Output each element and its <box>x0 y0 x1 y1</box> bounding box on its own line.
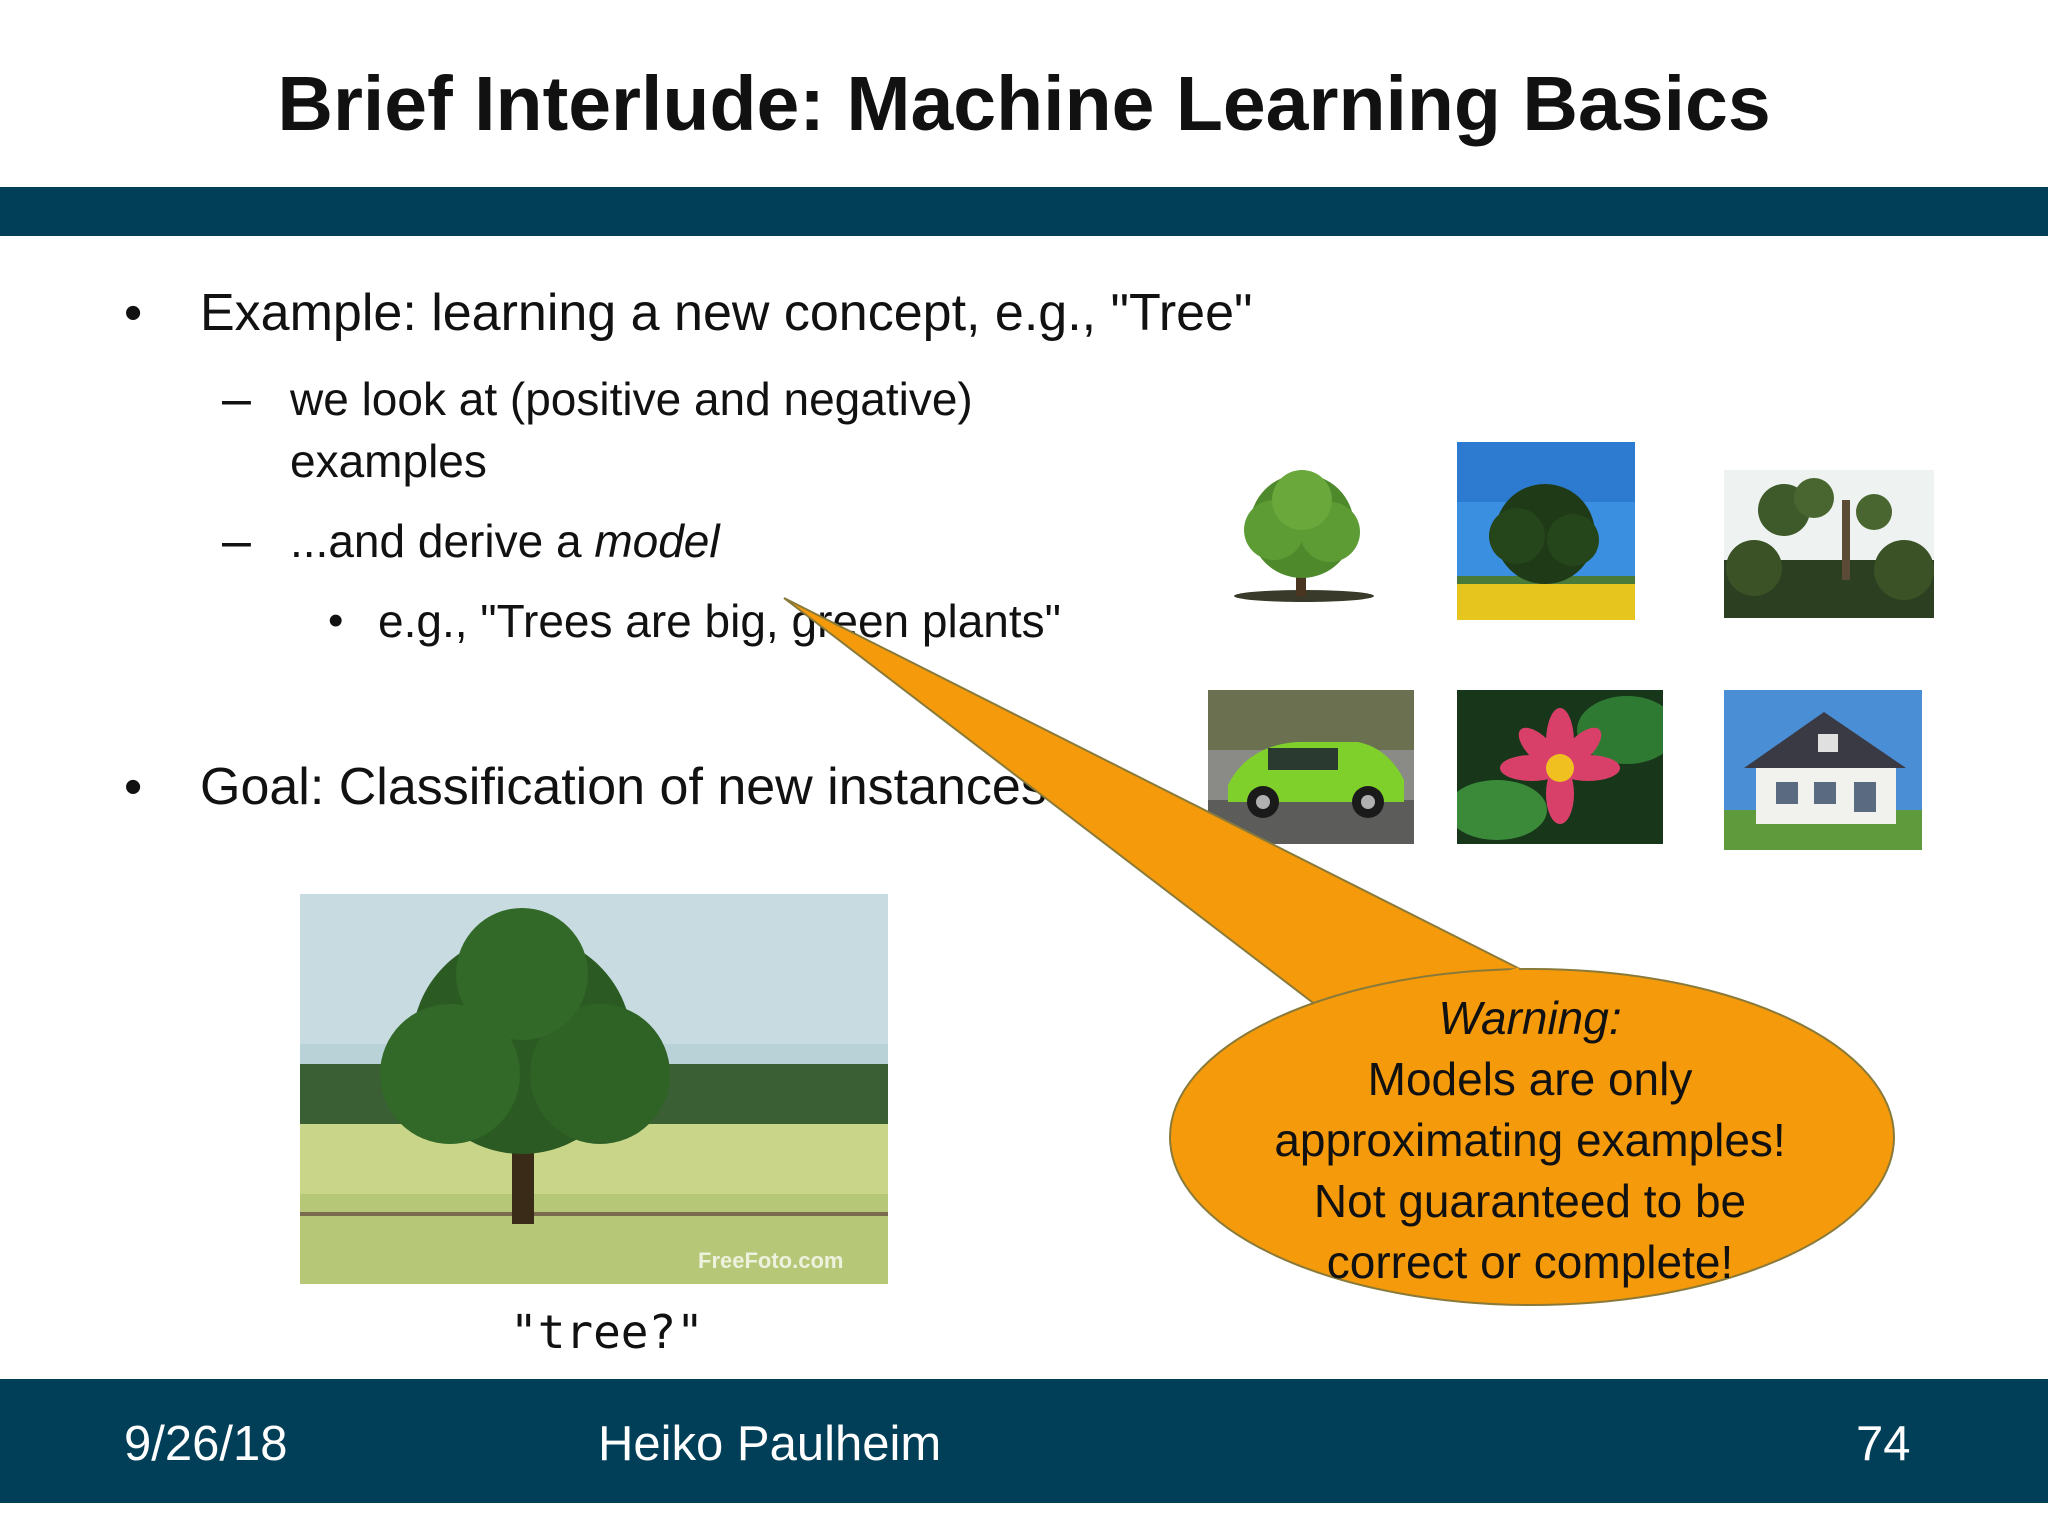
sub-bullet-examples-line1: we look at (positive and negative) <box>290 373 973 425</box>
bullet-marker: • <box>124 284 143 342</box>
sub-bullet-model: ...and derive a model <box>290 510 720 572</box>
callout-pointer <box>783 597 1521 1027</box>
bullet-text-goal: Goal: Classification of new instances <box>200 758 1047 816</box>
sub-bullet-model-prefix: ...and derive a <box>290 515 595 567</box>
dash-marker: – <box>222 370 251 428</box>
dash-marker: – <box>222 512 251 570</box>
warning-heading: Warning: <box>1438 992 1622 1044</box>
query-image-tree <box>300 894 888 1284</box>
query-caption: "tree?" <box>510 1305 704 1359</box>
sub-bullet-examples-line2: examples <box>290 435 487 487</box>
warning-callout-text: Warning: Models are only approximating e… <box>1180 988 1880 1293</box>
callout-ellipse <box>1169 968 1895 1306</box>
subsub-bullet-model-example: e.g., "Trees are big, green plants" <box>378 595 1061 647</box>
example-image-tree-field <box>1457 442 1635 620</box>
footer-band <box>0 1379 2048 1503</box>
example-image-tree-white-bg <box>1214 460 1390 610</box>
footer-author: Heiko Paulheim <box>598 1417 942 1471</box>
bullet-text-example: Example: learning a new concept, e.g., "… <box>200 284 1253 342</box>
warning-line-3: Not guaranteed to be <box>1313 1175 1747 1227</box>
warning-line-4: correct or complete! <box>1326 1236 1734 1288</box>
footer-page-number: 74 <box>1856 1417 1911 1471</box>
dot-marker: • <box>328 596 344 645</box>
example-image-house <box>1724 690 1922 850</box>
sub-bullet-model-emphasis: model <box>594 515 720 567</box>
example-image-tree-forest <box>1724 470 1934 618</box>
example-image-flower <box>1457 690 1663 844</box>
bullet-marker: • <box>124 758 143 816</box>
title-band <box>0 187 2048 236</box>
warning-line-2: approximating examples! <box>1274 1114 1786 1166</box>
footer-date: 9/26/18 <box>124 1417 288 1471</box>
slide-title: Brief Interlude: Machine Learning Basics <box>277 61 1771 147</box>
query-image-watermark: FreeFoto.com <box>698 1248 844 1273</box>
warning-line-1: Models are only <box>1367 1053 1693 1105</box>
callout-joint <box>1344 967 1522 1035</box>
